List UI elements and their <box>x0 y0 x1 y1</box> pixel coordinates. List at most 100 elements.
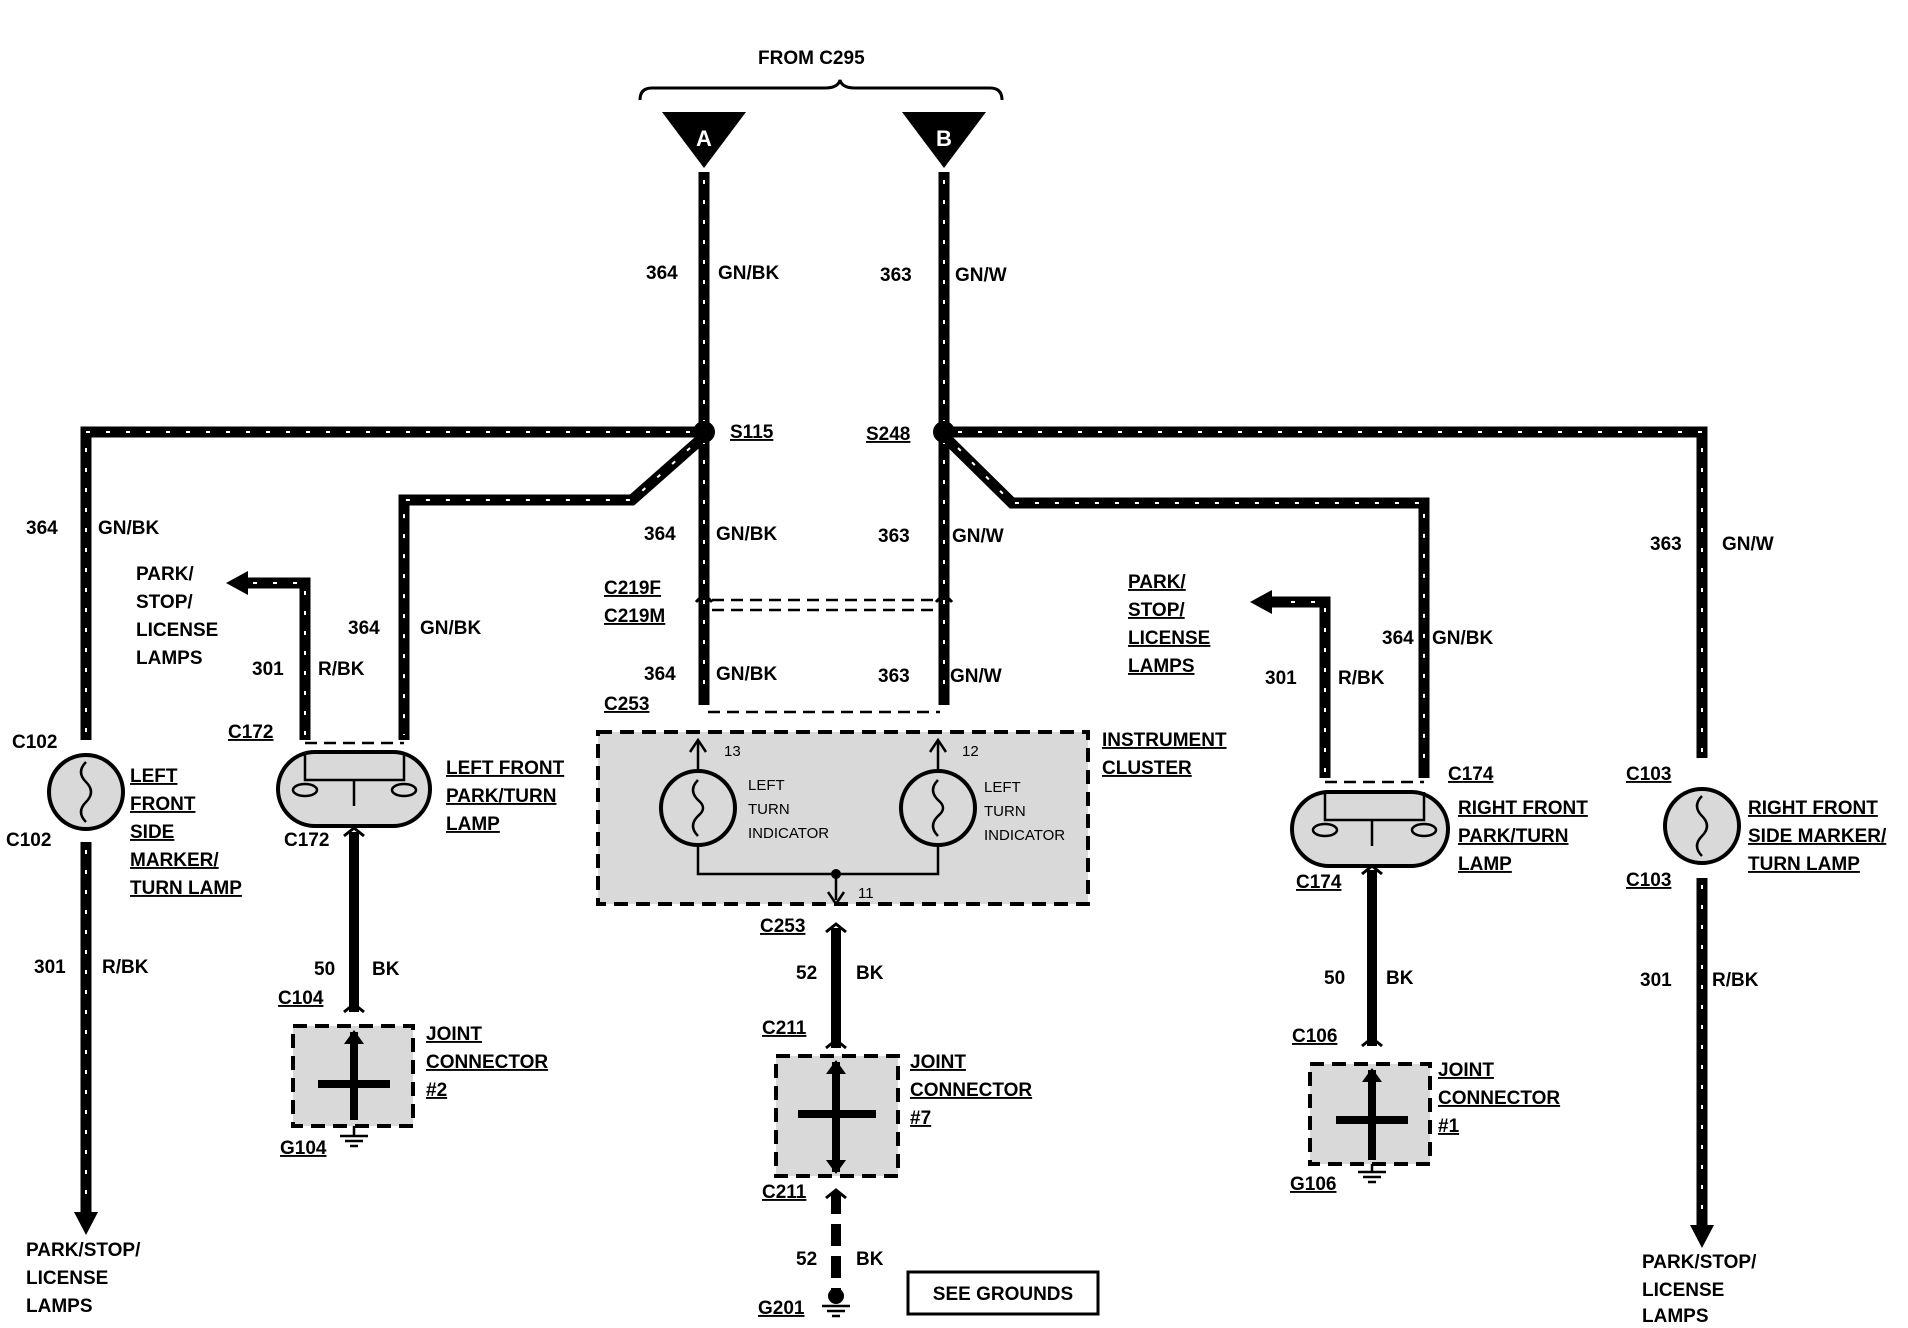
svg-text:GN/BK: GN/BK <box>716 664 778 685</box>
svg-text:301: 301 <box>34 957 66 978</box>
svg-text:C103: C103 <box>1626 870 1671 891</box>
svg-text:STOP/: STOP/ <box>1128 600 1185 621</box>
see-grounds-button[interactable] <box>906 1270 1100 1316</box>
svg-text:TURN: TURN <box>748 801 790 818</box>
right-park-filament-b-icon <box>1410 822 1438 838</box>
svg-text:C253: C253 <box>760 916 805 937</box>
svg-text:TURN LAMP: TURN LAMP <box>1748 854 1860 875</box>
splice-s115-label: S115 <box>730 422 774 443</box>
svg-text:C104: C104 <box>278 988 324 1009</box>
svg-text:364: 364 <box>26 518 58 539</box>
left-destination-label: PARK/ STOP/ LICENSE LAMPS <box>136 564 218 669</box>
svg-text:364: 364 <box>348 618 380 639</box>
svg-text:301: 301 <box>1265 668 1297 689</box>
svg-text:CONNECTOR: CONNECTOR <box>1438 1088 1560 1109</box>
svg-text:PARK/: PARK/ <box>136 564 194 585</box>
joint-connector-7-icon <box>798 1062 876 1172</box>
svg-text:GN/W: GN/W <box>952 526 1004 547</box>
svg-text:INDICATOR: INDICATOR <box>984 827 1065 844</box>
svg-text:SIDE MARKER/: SIDE MARKER/ <box>1748 826 1887 847</box>
svg-text:#2: #2 <box>426 1080 447 1101</box>
right-side-marker-label: RIGHT FRONT SIDE MARKER/ TURN LAMP <box>1748 798 1887 875</box>
source-brace <box>638 79 1004 101</box>
svg-text:#7: #7 <box>910 1108 931 1129</box>
svg-text:R/BK: R/BK <box>1712 970 1759 991</box>
svg-text:#1: #1 <box>1438 1116 1460 1137</box>
ground-g104-icon <box>340 1126 368 1148</box>
svg-text:363: 363 <box>878 526 910 547</box>
joint-connector-2-icon <box>318 1032 390 1120</box>
svg-text:GN/BK: GN/BK <box>1432 628 1494 649</box>
see-grounds-label: SEE GROUNDS <box>933 1284 1073 1305</box>
left-turn-indicator-bulb-icon <box>659 769 737 847</box>
svg-text:RIGHT FRONT: RIGHT FRONT <box>1458 798 1588 819</box>
left-bottom-arrow-icon <box>74 1212 98 1235</box>
pin-11-label: 11 <box>858 885 874 902</box>
joint-7-arrow-up-icon <box>826 1060 846 1074</box>
svg-text:LEFT: LEFT <box>130 766 178 787</box>
svg-text:LEFT FRONT: LEFT FRONT <box>446 758 565 779</box>
left-destination-arrow-icon <box>226 571 248 595</box>
right-bottom-destination-label: PARK/STOP/ LICENSE LAMPS <box>1642 1252 1757 1327</box>
ground-g106-icon <box>1358 1164 1386 1184</box>
right-destination-label: PARK/ STOP/ LICENSE LAMPS <box>1128 572 1210 677</box>
svg-text:363: 363 <box>878 666 910 687</box>
svg-text:JOINT: JOINT <box>1438 1060 1494 1081</box>
svg-text:C174: C174 <box>1296 872 1342 893</box>
svg-text:363: 363 <box>880 265 912 286</box>
svg-text:LICENSE: LICENSE <box>26 1268 108 1289</box>
c104-chevrons <box>343 826 365 1014</box>
left-indicator-filament-icon <box>691 779 705 837</box>
joint-1-arrow-icon <box>1362 1068 1382 1082</box>
left-park-filament-a-icon <box>291 782 319 798</box>
svg-text:STOP/: STOP/ <box>136 592 193 613</box>
svg-text:R/BK: R/BK <box>318 659 365 680</box>
left-park-lamp-wiring <box>303 752 406 806</box>
svg-text:GN/BK: GN/BK <box>98 518 160 539</box>
svg-text:50: 50 <box>1324 968 1345 989</box>
svg-text:JOINT: JOINT <box>426 1024 482 1045</box>
svg-text:LICENSE: LICENSE <box>136 620 218 641</box>
svg-text:LAMPS: LAMPS <box>1642 1306 1709 1327</box>
joint-connector-2-label: JOINT CONNECTOR #2 <box>426 1024 548 1101</box>
svg-text:LEFT: LEFT <box>748 777 785 794</box>
cluster-input-arrows <box>688 737 948 753</box>
svg-text:BK: BK <box>1386 968 1414 989</box>
svg-text:C174: C174 <box>1448 764 1494 785</box>
svg-text:LAMPS: LAMPS <box>1128 656 1195 677</box>
left-side-marker-filament-icon <box>79 761 93 823</box>
left-park-turn-label: LEFT FRONT PARK/TURN LAMP <box>446 758 565 835</box>
svg-text:C172: C172 <box>284 830 329 851</box>
left-bottom-destination-label: PARK/STOP/ LICENSE LAMPS <box>26 1240 141 1317</box>
instrument-cluster-label: INSTRUMENT CLUSTER <box>1102 730 1227 779</box>
svg-text:LAMP: LAMP <box>446 814 500 835</box>
source-label: FROM C295 <box>758 48 865 69</box>
svg-text:LAMP: LAMP <box>1458 854 1512 875</box>
svg-text:FRONT: FRONT <box>130 794 196 815</box>
svg-text:C211: C211 <box>762 1018 807 1039</box>
svg-text:GN/BK: GN/BK <box>420 618 482 639</box>
splice-s248-icon <box>933 421 955 443</box>
svg-text:INSTRUMENT: INSTRUMENT <box>1102 730 1227 751</box>
pin-13-label: 13 <box>724 743 741 760</box>
svg-text:301: 301 <box>1640 970 1672 991</box>
right-turn-indicator-bulb-icon <box>899 769 977 847</box>
instrument-cluster-box <box>596 730 1090 906</box>
svg-text:MARKER/: MARKER/ <box>130 850 219 871</box>
svg-text:INDICATOR: INDICATOR <box>748 825 829 842</box>
svg-text:C106: C106 <box>1292 1026 1337 1047</box>
svg-text:JOINT: JOINT <box>910 1052 966 1073</box>
svg-text:LICENSE: LICENSE <box>1642 1280 1724 1301</box>
indicator-left-label: LEFT TURN INDICATOR <box>748 777 829 842</box>
svg-text:BK: BK <box>856 963 884 984</box>
svg-text:CLUSTER: CLUSTER <box>1102 758 1192 779</box>
svg-text:SIDE: SIDE <box>130 822 174 843</box>
right-park-turn-label: RIGHT FRONT PARK/TURN LAMP <box>1458 798 1588 875</box>
left-side-marker-bulb-icon <box>47 753 125 831</box>
c219-connector-marks <box>694 595 954 603</box>
svg-text:LICENSE: LICENSE <box>1128 628 1210 649</box>
ground-g201-dot <box>828 1288 844 1304</box>
svg-text:TURN LAMP: TURN LAMP <box>130 878 242 899</box>
svg-text:LAMPS: LAMPS <box>26 1296 93 1317</box>
